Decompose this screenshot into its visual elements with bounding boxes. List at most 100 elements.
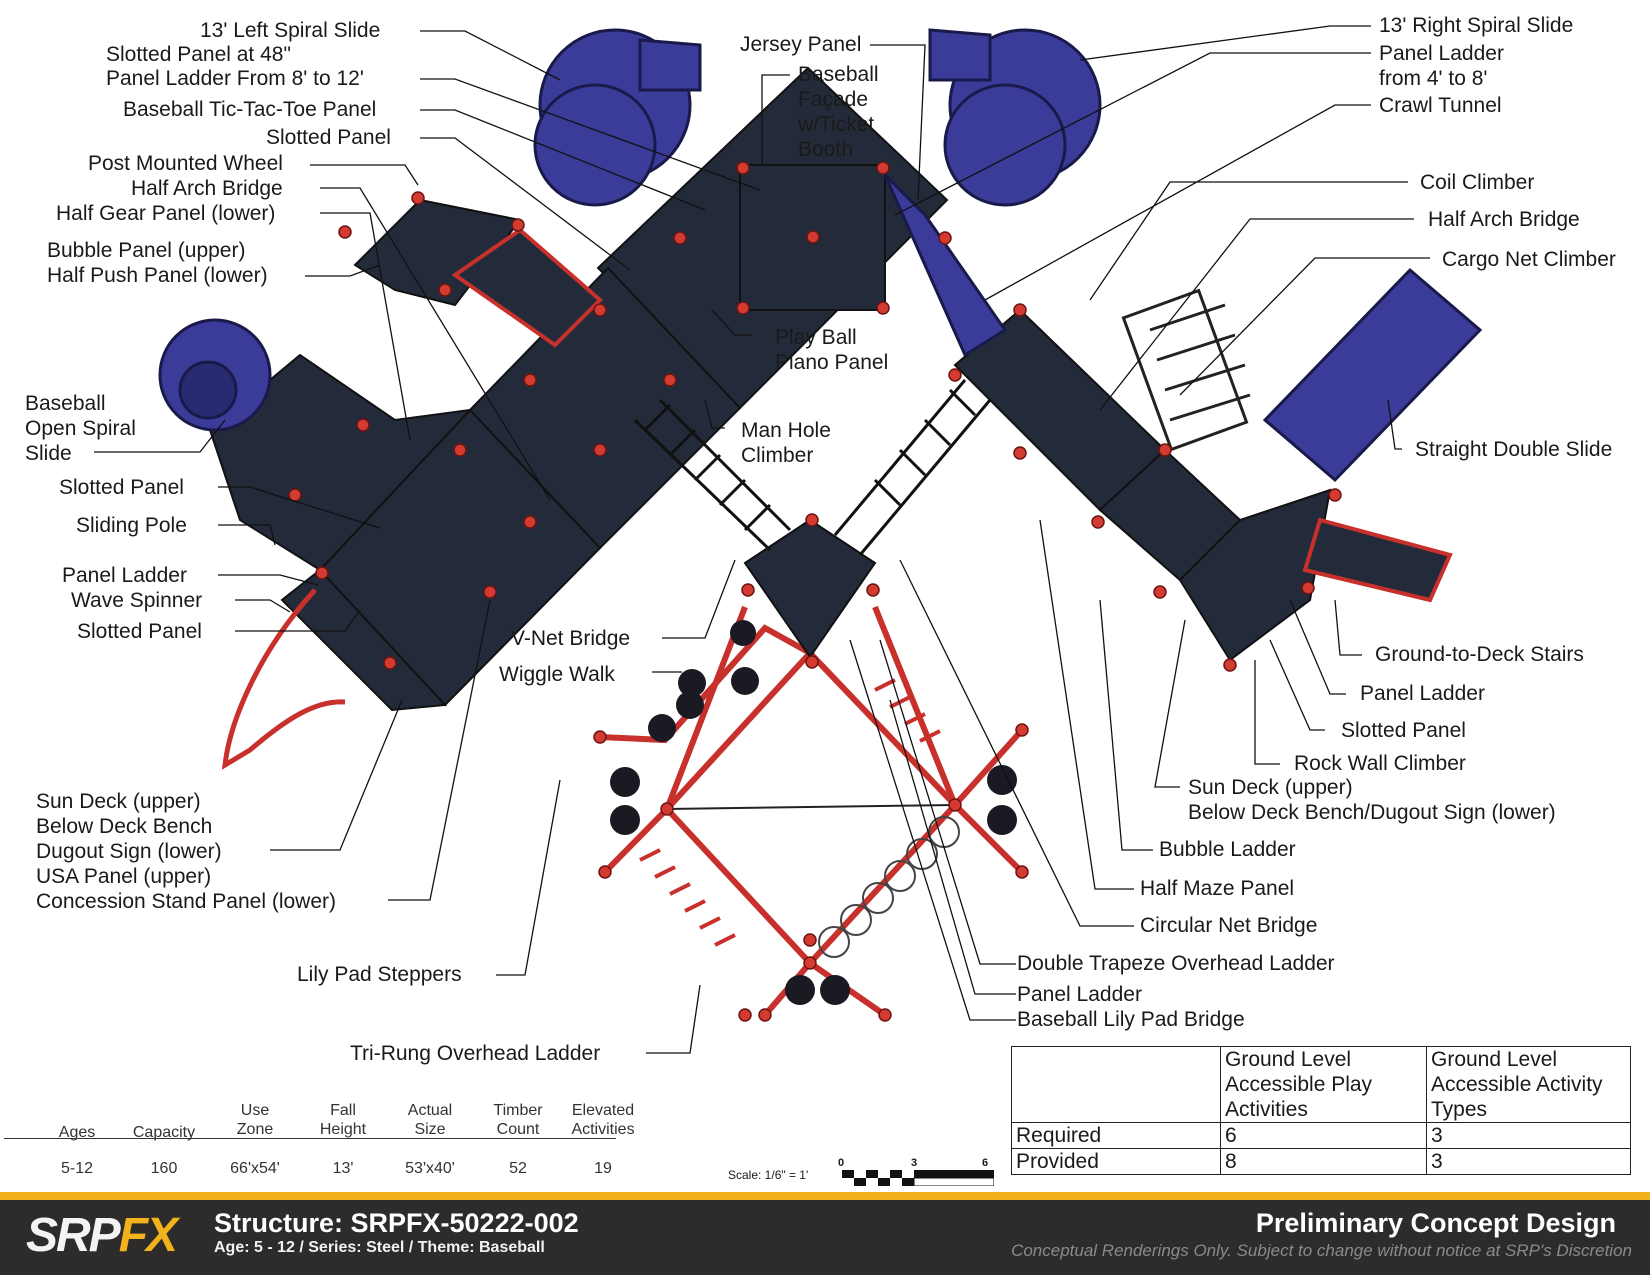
label-man-hole-climber: Climber	[741, 444, 814, 467]
spec-value: 160	[150, 1160, 178, 1177]
circular-net-bridge-rings	[818, 816, 960, 958]
label-baseball-open-spiral: Open Spiral	[25, 417, 136, 440]
label-baseball-open-spiral: Baseball	[25, 392, 106, 415]
label-man-hole-climber: Man Hole	[741, 419, 831, 442]
wiggle-walk-frame	[599, 624, 812, 744]
left-spiral-slide	[533, 28, 702, 207]
label-rock-wall-climber: Rock Wall Climber	[1294, 752, 1466, 775]
trapeze-line	[666, 804, 956, 810]
label-concession-stand-panel: Concession Stand Panel (lower)	[36, 890, 336, 913]
label-baseball-facade: Façade	[798, 88, 869, 111]
right-arm-decks	[953, 308, 1332, 662]
label-half-maze-panel: Half Maze Panel	[1140, 877, 1295, 900]
label-v-net-bridge: V-Net Bridge	[511, 627, 631, 650]
spec-header: Capacity	[132, 1124, 196, 1141]
label-jersey-panel: Jersey Panel	[740, 33, 862, 56]
label-panel-ladder: Panel Ladder	[1017, 983, 1142, 1006]
label-baseball-facade: w/Ticket	[798, 113, 875, 136]
label-coil-climber: Coil Climber	[1420, 171, 1535, 194]
label-crawl-tunnel: Crawl Tunnel	[1379, 94, 1502, 117]
frame-strut	[952, 802, 1025, 875]
table-row: Required 6 3	[1011, 1122, 1631, 1149]
label-panel-ladder-4-8: from 4' to 8'	[1379, 67, 1488, 90]
label-sun-deck-upper: Sun Deck (upper)	[1188, 776, 1353, 799]
right-spiral-slide	[928, 28, 1102, 207]
label-sliding-pole: Sliding Pole	[76, 514, 187, 537]
v-net-bridge	[633, 398, 792, 552]
structure-title: Structure: SRPFX-50222-002	[214, 1208, 579, 1238]
lily-pad-steppers-group	[610, 620, 1017, 1005]
label-play-ball-piano-panel: Piano Panel	[775, 351, 889, 374]
label-half-arch-bridge: Half Arch Bridge	[131, 177, 283, 200]
scale-tick: 0	[838, 1157, 845, 1169]
scale-bar	[842, 1170, 994, 1186]
straight-double-slide	[1262, 267, 1483, 483]
scale-tick: 3	[911, 1157, 918, 1169]
scale-label: Scale: 1/6" = 1'	[728, 1168, 809, 1182]
label-baseball-facade: Booth	[798, 138, 853, 161]
label-baseball-open-spiral: Slide	[25, 442, 72, 465]
label-half-gear-panel: Half Gear Panel (lower)	[56, 202, 276, 225]
row-label: Provided	[1011, 1148, 1221, 1175]
row-label: Required	[1011, 1122, 1221, 1149]
frame-strut	[602, 806, 670, 875]
srpfx-logo: SRPFX	[26, 1209, 178, 1262]
label-circular-net-bridge: Circular Net Bridge	[1140, 914, 1318, 937]
table-cell	[1011, 1046, 1221, 1123]
spec-value: 53'x40'	[405, 1160, 455, 1177]
deck-posts	[288, 161, 1342, 1022]
tri-rung-ladder-rungs	[639, 678, 941, 947]
table-cell: 3	[1426, 1122, 1631, 1149]
table-cell: 6	[1220, 1122, 1427, 1149]
center-lower-deck	[743, 518, 877, 659]
table-row: Provided 8 3	[1011, 1148, 1631, 1175]
label-double-trapeze: Double Trapeze Overhead Ladder	[1017, 952, 1335, 975]
baseball-open-spiral-slide	[158, 318, 272, 432]
label-ground-to-deck-stairs: Ground-to-Deck Stairs	[1375, 643, 1584, 666]
label-dugout-sign-lower: Dugout Sign (lower)	[36, 840, 222, 863]
label-play-ball-piano-panel: Play Ball	[775, 326, 857, 349]
label-half-arch-bridge: Half Arch Bridge	[1428, 208, 1580, 231]
label-wiggle-walk: Wiggle Walk	[499, 663, 615, 686]
cargo-net-climber	[1121, 288, 1251, 452]
label-baseball-lily-pad-bridge: Baseball Lily Pad Bridge	[1017, 1008, 1245, 1031]
circular-net-bridge-center	[833, 379, 992, 556]
spec-value: 5-12	[60, 1160, 94, 1177]
label-bubble-ladder: Bubble Ladder	[1159, 838, 1296, 861]
label-cargo-net-climber: Cargo Net Climber	[1442, 248, 1616, 271]
label-usa-panel-upper: USA Panel (upper)	[36, 865, 212, 888]
frame-strut	[952, 728, 1025, 807]
spec-ages: Ages 5-12	[32, 1098, 122, 1177]
footer-bar	[0, 1200, 1650, 1275]
label-wave-spinner: Wave Spinner	[71, 589, 203, 612]
label-tri-rung-overhead-ladder: Tri-Rung Overhead Ladder	[350, 1042, 601, 1065]
stair-left	[451, 227, 603, 348]
label-baseball-facade: Baseball	[798, 63, 879, 86]
spec-value: 13'	[332, 1160, 354, 1177]
spec-header: Ages	[58, 1124, 96, 1141]
spec-value: 52	[509, 1160, 527, 1177]
spec-value: 19	[594, 1160, 612, 1177]
spec-value: 66'x54'	[230, 1160, 280, 1177]
label-panel-ladder: Panel Ladder	[62, 564, 187, 587]
wave-spinner-frame	[221, 588, 346, 770]
label-below-deck-bench: Below Deck Bench	[36, 815, 213, 838]
label-panel-ladder: Panel Ladder	[1360, 682, 1485, 705]
label-below-deck-bench-dugout: Below Deck Bench/Dugout Sign (lower)	[1188, 801, 1556, 824]
label-panel-ladder-4-8: Panel Ladder	[1379, 42, 1504, 65]
label-lily-pad-steppers: Lily Pad Steppers	[297, 963, 462, 986]
leader-lines	[94, 25, 1430, 1054]
label-half-push-panel: Half Push Panel (lower)	[47, 264, 268, 287]
